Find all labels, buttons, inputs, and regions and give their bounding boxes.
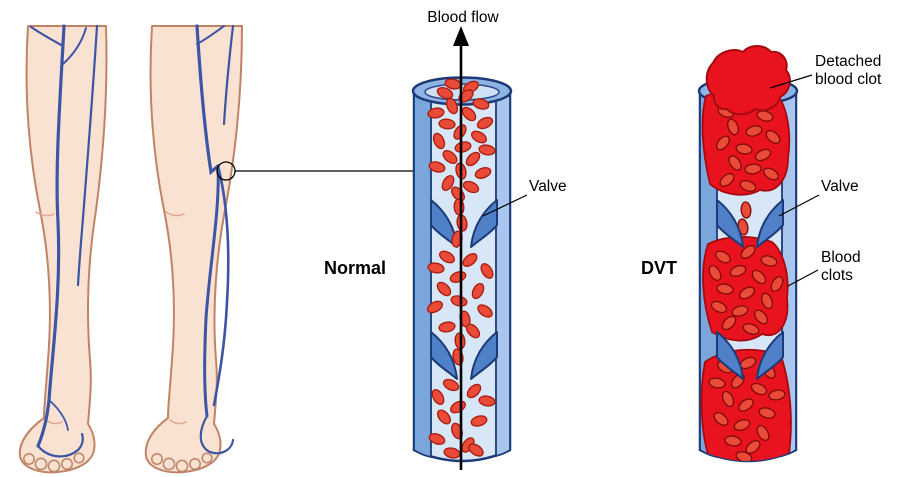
dvt-vessel [697,45,799,463]
valve-normal-leader-line [482,194,528,217]
valve-normal-label: Valve [529,178,567,195]
detached-clot-leader-line [769,74,813,89]
left-leg [18,25,108,474]
annotations: Blood flow Normal DVT Valve Detached blo… [324,9,882,287]
left-foot-toes [23,452,85,473]
blood-clots-label-line1: Blood [821,249,861,266]
normal-label: Normal [324,258,386,278]
blood-cells-dvt [708,101,786,461]
legs-illustration [18,24,415,474]
dvt-label: DVT [641,258,677,278]
valve-dvt-label: Valve [821,178,859,195]
leg-veins [29,24,235,458]
detached-clot-label-line2: blood clot [815,71,882,88]
right-foot-toes [151,452,213,473]
blood-clots-leader-line [787,269,819,287]
blood-clots-label-line2: clots [821,267,853,284]
detached-blood-clot [705,45,791,116]
valve-dvt-leader-line [778,194,820,217]
blood-flow-arrow [453,26,469,470]
blood-flow-label: Blood flow [427,9,499,26]
detached-clot-label-line1: Detached [815,53,881,70]
normal-vessel [411,26,513,470]
